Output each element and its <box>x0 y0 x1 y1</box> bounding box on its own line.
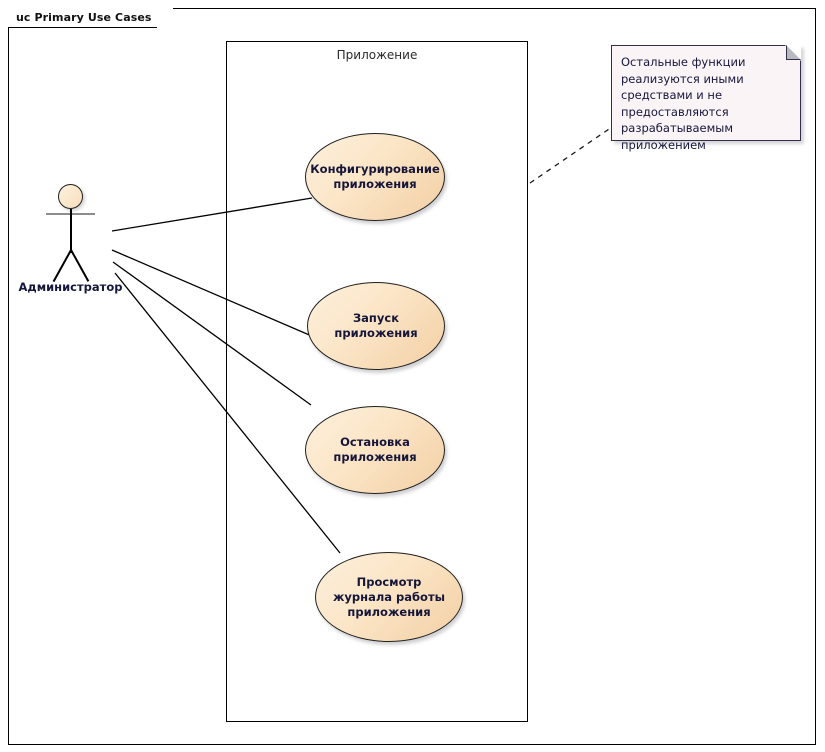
system-boundary-label: Приложение <box>336 48 418 62</box>
use-case-configure[interactable]: Конфигурирование приложения <box>305 133 445 221</box>
use-case-view-log-label: Просмотр журнала работы приложения <box>332 574 446 619</box>
note-text: Остальные функции реализуются иными сред… <box>621 55 746 152</box>
use-case-start[interactable]: Запуск приложения <box>307 282 445 370</box>
actor-body-icon <box>70 209 72 253</box>
diagram-frame-tab: uc Primary Use Cases <box>8 8 173 28</box>
use-case-stop-label: Остановка приложения <box>333 435 417 464</box>
use-case-start-label: Запуск приложения <box>334 311 418 340</box>
actor-administrator[interactable]: Администратор <box>19 184 122 304</box>
diagram-frame-tab-corner-icon <box>157 8 173 28</box>
system-boundary <box>226 41 528 722</box>
actor-administrator-label: Администратор <box>18 280 123 294</box>
diagram-frame <box>8 8 816 745</box>
actor-head-icon <box>58 184 83 209</box>
use-case-stop[interactable]: Остановка приложения <box>305 406 445 494</box>
diagram-frame-label: uc Primary Use Cases <box>16 11 152 24</box>
diagram-frame-tab-body: uc Primary Use Cases <box>8 8 157 28</box>
use-case-configure-label: Конфигурирование приложения <box>310 162 440 191</box>
note-box[interactable]: Остальные функции реализуются иными сред… <box>611 45 801 152</box>
use-case-view-log[interactable]: Просмотр журнала работы приложения <box>315 552 463 642</box>
